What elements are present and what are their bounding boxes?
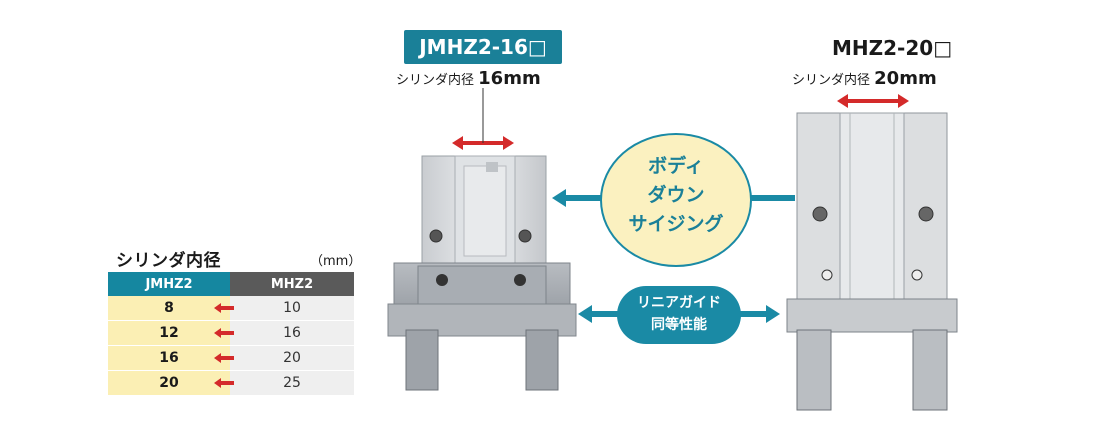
- table-title: シリンダ内径: [116, 251, 221, 271]
- cell-value: 8: [164, 300, 174, 316]
- cell-mhz2: 25: [230, 370, 354, 396]
- left-bore-label: シリンダ内径 16mm: [396, 68, 541, 89]
- table-header-row: JMHZ2 MHZ2: [108, 272, 354, 296]
- cell-mhz2: 16: [230, 320, 354, 346]
- mhz2-gripper-image: [786, 94, 958, 411]
- table-unit: （mm）: [310, 254, 362, 269]
- callout-line: リニアガイド: [637, 295, 721, 311]
- callout-line: サイジング: [628, 213, 724, 235]
- body-downsizing-text: ボディ ダウン サイジング: [600, 152, 752, 239]
- callout-line: ダウン: [647, 184, 705, 206]
- cell-value: 16: [159, 350, 179, 366]
- linear-guide-callout: リニアガイド 同等性能: [617, 286, 741, 344]
- bore-comparison-table: JMHZ2 MHZ2 8 10 12 16 16 20 20 25: [108, 272, 354, 396]
- table-row: 16 20: [108, 345, 354, 371]
- header-jmhz2: JMHZ2: [108, 272, 230, 296]
- cell-jmhz2: 8: [108, 296, 234, 321]
- header-mhz2: MHZ2: [230, 272, 354, 296]
- cell-jmhz2: 20: [108, 370, 234, 396]
- bore-label-text: シリンダ内径: [396, 73, 475, 88]
- left-arrow-icon: [214, 328, 234, 338]
- right-bore-label: シリンダ内径 20mm: [792, 68, 937, 89]
- bore-label-text: シリンダ内径: [792, 73, 871, 88]
- callout-line: 同等性能: [651, 317, 707, 333]
- table-row: 8 10: [108, 296, 354, 321]
- callout-line: ボディ: [648, 155, 704, 177]
- left-arrow-icon: [214, 353, 234, 363]
- bore-value: 16mm: [478, 68, 541, 89]
- left-arrow-icon: [214, 303, 234, 313]
- body-downsizing-callout: [600, 133, 752, 267]
- cell-jmhz2: 16: [108, 345, 234, 371]
- table-row: 20 25: [108, 370, 354, 396]
- cell-mhz2: 10: [230, 296, 354, 321]
- bore-value: 20mm: [874, 68, 937, 89]
- cell-mhz2: 20: [230, 345, 354, 371]
- cell-value: 20: [159, 375, 179, 391]
- right-model-title: MHZ2-20□: [832, 36, 953, 60]
- cell-jmhz2: 12: [108, 320, 234, 346]
- table-row: 12 16: [108, 320, 354, 346]
- jmhz2-gripper-image: [387, 88, 577, 391]
- cell-value: 12: [159, 325, 179, 341]
- left-model-badge: JMHZ2-16□: [404, 30, 562, 64]
- left-arrow-icon: [214, 378, 234, 388]
